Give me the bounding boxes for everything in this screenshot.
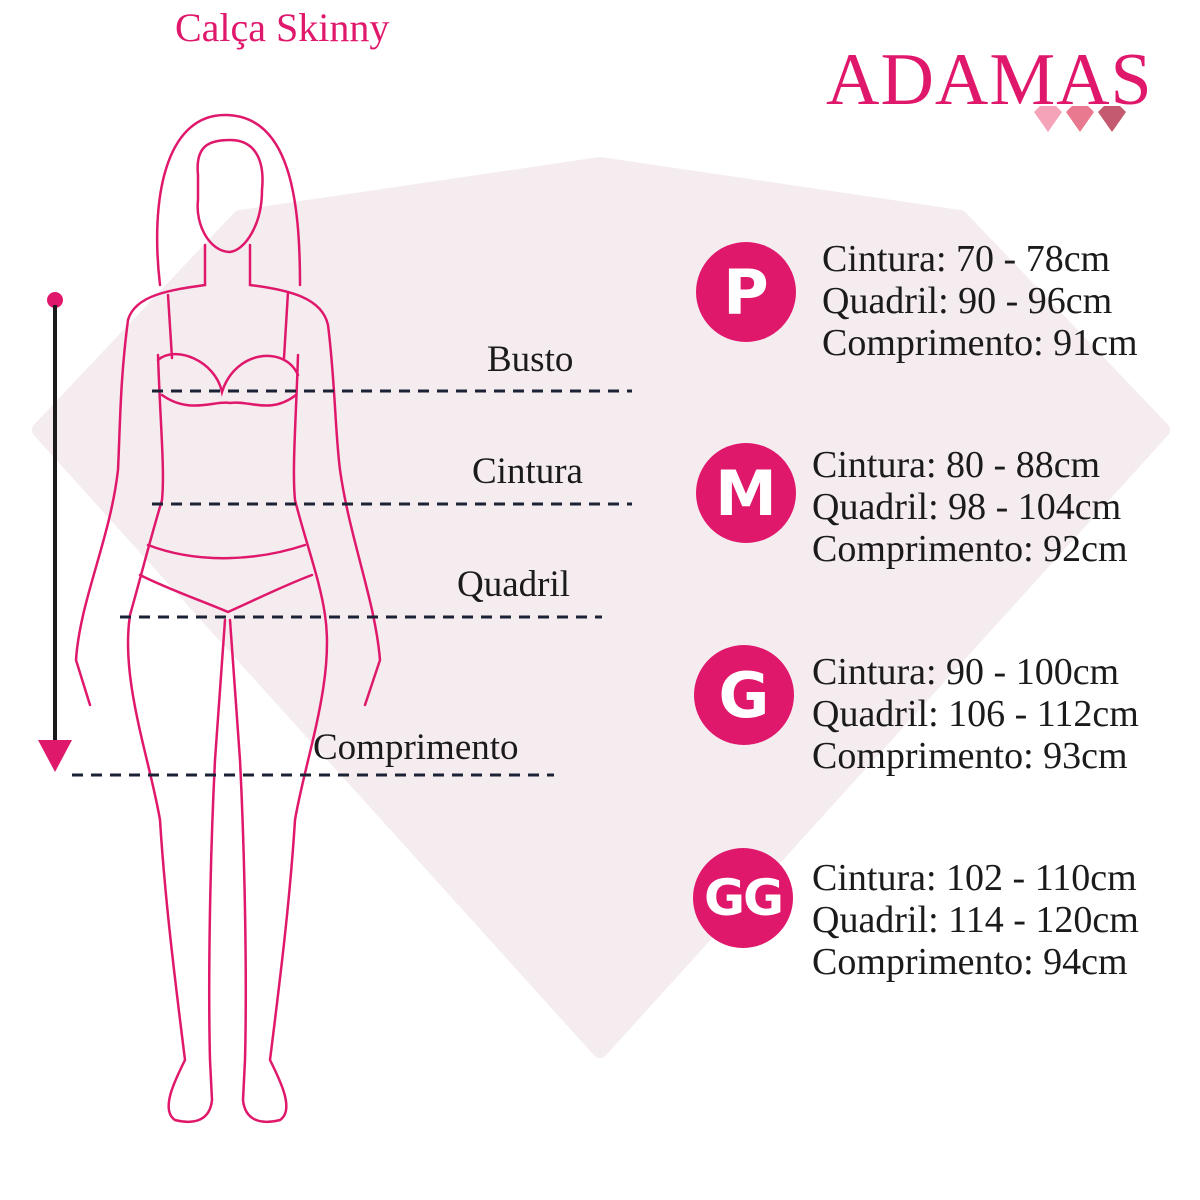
label-comprimento: Comprimento xyxy=(313,727,519,768)
size-p-details: Cintura: 70 - 78cm Quadril: 90 - 96cm Co… xyxy=(822,238,1138,364)
diamonds-icon xyxy=(1034,106,1126,132)
size-line: Comprimento: 91cm xyxy=(822,322,1138,364)
brand-logo: ADAMAS xyxy=(826,39,1153,121)
size-gg-details: Cintura: 102 - 110cm Quadril: 114 - 120c… xyxy=(812,857,1139,983)
size-badge-p: P xyxy=(696,242,796,342)
size-g-details: Cintura: 90 - 100cm Quadril: 106 - 112cm… xyxy=(812,651,1139,777)
size-line: Comprimento: 92cm xyxy=(812,528,1128,570)
size-m-details: Cintura: 80 - 88cm Quadril: 98 - 104cm C… xyxy=(812,444,1128,570)
size-line: Comprimento: 94cm xyxy=(812,941,1128,983)
size-line: Cintura: 80 - 88cm xyxy=(812,444,1101,486)
page-title: Calça Skinny xyxy=(175,5,390,50)
size-line: Cintura: 102 - 110cm xyxy=(812,857,1137,899)
label-quadril: Quadril xyxy=(457,564,571,605)
size-line: Cintura: 90 - 100cm xyxy=(812,651,1120,693)
body-figure xyxy=(74,113,382,1124)
size-line: Cintura: 70 - 78cm xyxy=(822,238,1111,280)
measurement-lines xyxy=(38,292,632,777)
size-line: Quadril: 114 - 120cm xyxy=(812,899,1139,941)
size-line: Quadril: 98 - 104cm xyxy=(812,486,1122,528)
size-badge-m: M xyxy=(696,443,796,543)
size-line: Comprimento: 93cm xyxy=(812,735,1128,777)
label-busto: Busto xyxy=(487,339,574,380)
size-badge-g: G xyxy=(694,645,794,745)
size-badge-gg: GG xyxy=(693,848,793,948)
size-line: Quadril: 90 - 96cm xyxy=(822,280,1113,322)
size-line: Quadril: 106 - 112cm xyxy=(812,693,1139,735)
label-cintura: Cintura xyxy=(472,451,583,492)
